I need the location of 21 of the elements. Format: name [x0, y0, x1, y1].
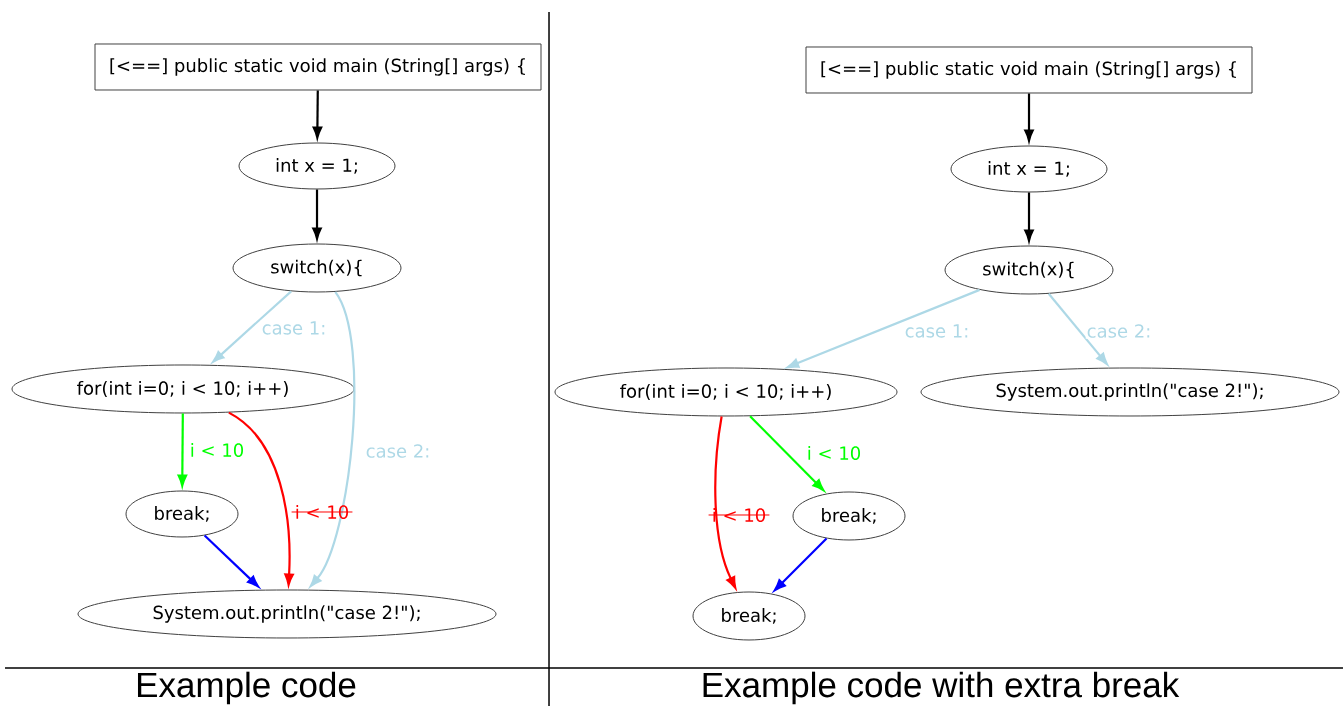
arrow: [1024, 192, 1034, 242]
arrow: [786, 288, 981, 369]
arrow: [773, 537, 828, 592]
arrow: [1024, 93, 1034, 142]
edge-label: i < 10: [805, 445, 863, 461]
edge-label: case 2:: [1085, 323, 1153, 339]
arrow: [1047, 293, 1108, 365]
edge-label: case 1:: [903, 323, 971, 339]
edge-label: i < 10: [291, 505, 353, 519]
arrow: [714, 416, 737, 589]
edge-label: case 1:: [260, 320, 328, 336]
code-box: [<==] public static void main (String[] args) {: [94, 43, 542, 91]
arrow: [312, 189, 322, 240]
edge-label: case 2:: [364, 443, 432, 459]
arrow: [309, 291, 356, 587]
arrow: [212, 290, 292, 363]
edge-label: i < 10: [708, 508, 770, 522]
caption: Example code: [138, 671, 356, 705]
arrow: [749, 415, 825, 492]
code-box: [<==] public static void main (String[] args) {: [805, 46, 1253, 94]
caption: Example code with extra break: [703, 671, 1180, 705]
